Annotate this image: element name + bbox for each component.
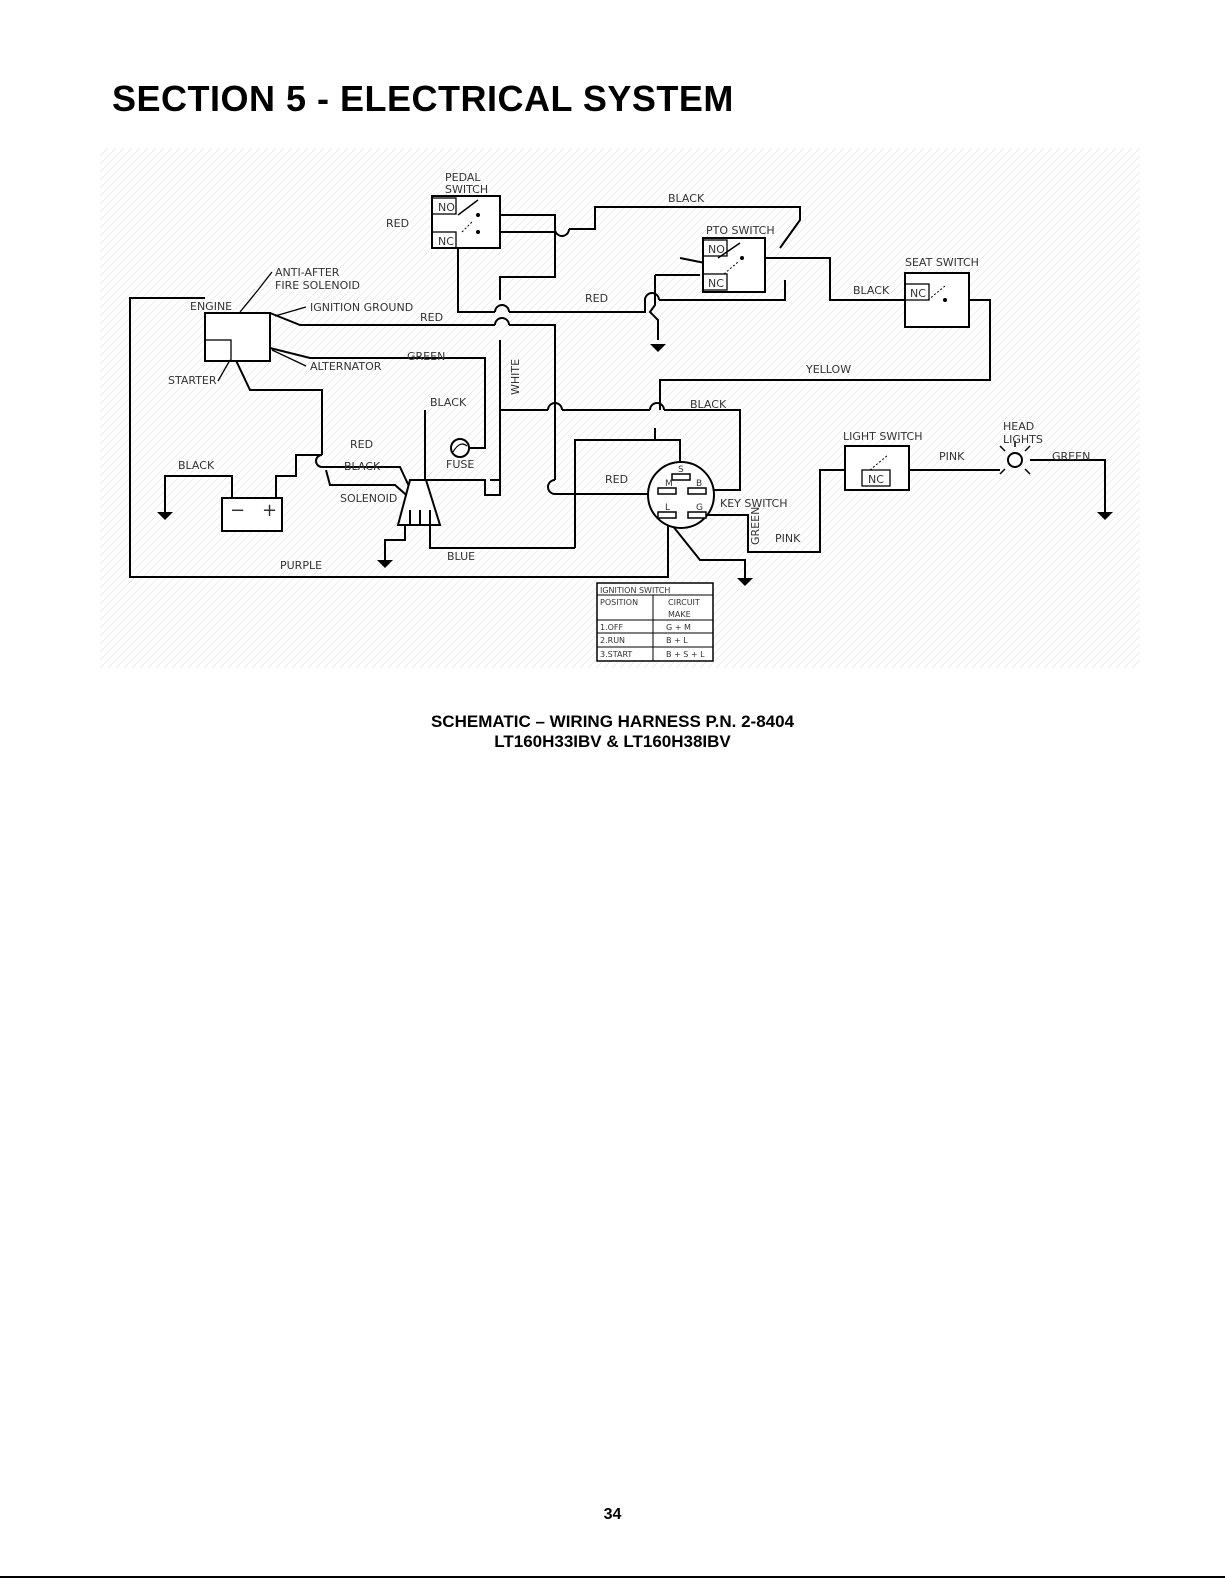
head-light-icon bbox=[999, 441, 1031, 475]
svg-text:S: S bbox=[678, 465, 684, 475]
svg-text:GREEN: GREEN bbox=[1052, 450, 1090, 463]
svg-text:YELLOW: YELLOW bbox=[805, 363, 851, 376]
svg-text:NO: NO bbox=[708, 243, 725, 256]
key-switch: S M B L G bbox=[647, 461, 715, 529]
svg-text:BLACK: BLACK bbox=[668, 192, 705, 205]
svg-text:HEAD: HEAD bbox=[1003, 420, 1034, 433]
svg-text:BLACK: BLACK bbox=[178, 459, 215, 472]
svg-text:BLACK: BLACK bbox=[430, 396, 467, 409]
svg-text:L: L bbox=[665, 503, 670, 513]
svg-text:RED: RED bbox=[350, 438, 373, 451]
table-header-position: POSITION bbox=[600, 598, 638, 607]
svg-text:PURPLE: PURPLE bbox=[280, 559, 322, 572]
pto-switch: NO NC bbox=[702, 237, 766, 293]
engine bbox=[204, 312, 271, 362]
page-number: 34 bbox=[603, 1506, 622, 1523]
svg-text:G: G bbox=[696, 503, 703, 513]
svg-text:LIGHTS: LIGHTS bbox=[1003, 433, 1043, 446]
table-title: IGNITION SWITCH bbox=[600, 586, 670, 595]
battery: − + bbox=[221, 497, 283, 532]
svg-text:RED: RED bbox=[386, 217, 409, 230]
svg-text:NC: NC bbox=[868, 473, 884, 486]
fuse-icon bbox=[450, 438, 470, 458]
svg-text:NC: NC bbox=[910, 287, 926, 300]
svg-text:B + L: B + L bbox=[666, 636, 688, 645]
svg-text:RED: RED bbox=[605, 473, 628, 486]
svg-text:LIGHT SWITCH: LIGHT SWITCH bbox=[843, 430, 923, 443]
svg-text:KEY SWITCH: KEY SWITCH bbox=[720, 497, 788, 510]
svg-text:MAKE: MAKE bbox=[668, 610, 691, 619]
ignition-switch-table: IGNITION SWITCH POSITION CIRCUIT MAKE 1.… bbox=[596, 582, 714, 662]
svg-text:PTO SWITCH: PTO SWITCH bbox=[706, 224, 775, 237]
svg-text:BLACK: BLACK bbox=[853, 284, 890, 297]
svg-text:GREEN: GREEN bbox=[749, 507, 762, 545]
svg-text:BLUE: BLUE bbox=[447, 550, 475, 563]
svg-text:FIRE SOLENOID: FIRE SOLENOID bbox=[275, 279, 360, 292]
svg-text:ANTI-AFTER: ANTI-AFTER bbox=[275, 266, 340, 279]
svg-text:ALTERNATOR: ALTERNATOR bbox=[310, 360, 382, 373]
svg-text:ENGINE: ENGINE bbox=[190, 300, 232, 313]
pedal-switch: NO NC bbox=[431, 195, 501, 249]
seat-switch: NC bbox=[904, 272, 970, 328]
svg-text:+: + bbox=[262, 500, 277, 521]
table-row: 1.OFF bbox=[600, 623, 624, 632]
table-header-circuit: CIRCUIT bbox=[668, 598, 700, 607]
svg-text:FUSE: FUSE bbox=[446, 458, 474, 471]
svg-text:PINK: PINK bbox=[939, 450, 965, 463]
svg-text:PINK: PINK bbox=[775, 532, 801, 545]
svg-text:B: B bbox=[696, 479, 702, 489]
solenoid bbox=[396, 479, 442, 526]
svg-text:SWITCH: SWITCH bbox=[445, 183, 488, 196]
svg-text:IGNITION GROUND: IGNITION GROUND bbox=[310, 301, 413, 314]
svg-text:B + S + L: B + S + L bbox=[666, 650, 705, 659]
svg-text:−: − bbox=[230, 500, 245, 521]
svg-text:PEDAL: PEDAL bbox=[445, 171, 481, 184]
svg-text:RED: RED bbox=[420, 311, 443, 324]
svg-text:NC: NC bbox=[438, 235, 454, 248]
svg-text:RED: RED bbox=[585, 292, 608, 305]
component-labels: PEDAL SWITCH PTO SWITCH SEAT SWITCH LIGH… bbox=[168, 171, 1043, 510]
svg-text:G + M: G + M bbox=[666, 623, 691, 632]
model-numbers: LT160H33IBV & LT160H38IBV bbox=[494, 732, 731, 751]
wiring-schematic: NO NC NO NC NC NC bbox=[100, 148, 1140, 668]
svg-text:NC: NC bbox=[708, 277, 724, 290]
schematic-background bbox=[100, 148, 1140, 668]
section-title: SECTION 5 - ELECTRICAL SYSTEM bbox=[112, 78, 734, 119]
svg-text:GREEN: GREEN bbox=[407, 350, 445, 363]
table-row: 3.START bbox=[600, 650, 632, 659]
ground-symbols bbox=[157, 344, 1113, 586]
svg-text:WHITE: WHITE bbox=[509, 359, 522, 395]
svg-text:BLACK: BLACK bbox=[690, 398, 727, 411]
svg-text:STARTER: STARTER bbox=[168, 374, 217, 387]
wire-labels: RED BLACK RED RED BLACK GREEN YELLOW BLA… bbox=[178, 192, 1090, 572]
svg-text:SOLENOID: SOLENOID bbox=[340, 492, 397, 505]
schematic-caption: SCHEMATIC – WIRING HARNESS P.N. 2-8404 bbox=[430, 712, 795, 731]
svg-text:SEAT SWITCH: SEAT SWITCH bbox=[905, 256, 979, 269]
table-row: 2.RUN bbox=[600, 636, 625, 645]
light-switch: NC bbox=[844, 445, 910, 491]
svg-text:BLACK: BLACK bbox=[344, 460, 381, 473]
svg-text:M: M bbox=[665, 479, 673, 489]
wires bbox=[129, 206, 1106, 578]
bottom-rule bbox=[0, 1576, 1225, 1578]
svg-text:NO: NO bbox=[438, 201, 455, 214]
